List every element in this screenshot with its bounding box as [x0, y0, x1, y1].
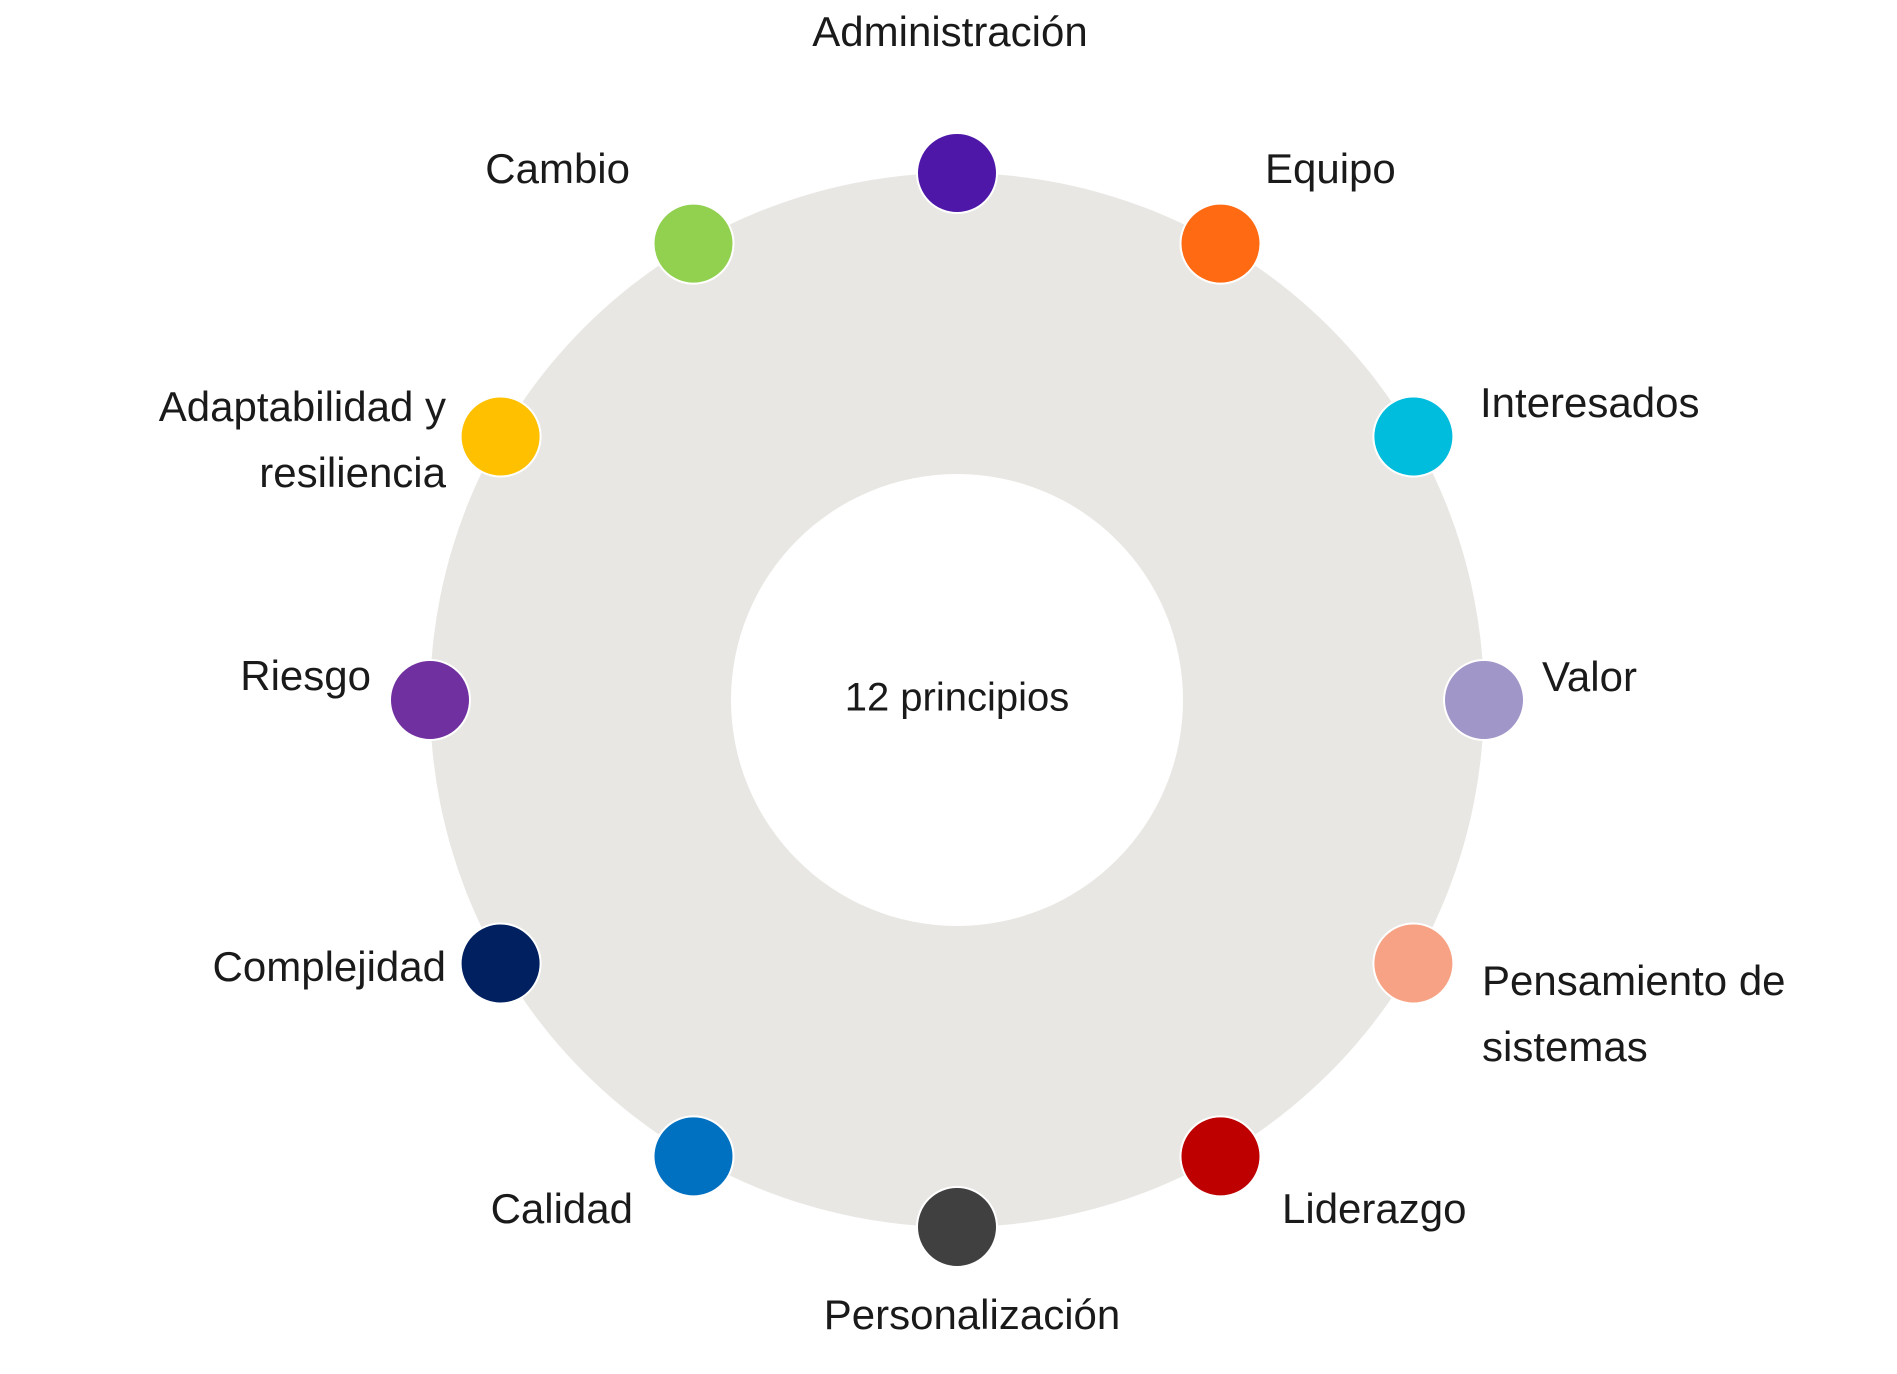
principle-label: Liderazgo: [1282, 1185, 1466, 1232]
salmon-dot-icon: [1372, 922, 1455, 1005]
principle-label: Personalización: [824, 1291, 1121, 1338]
principle-labels: AdministraciónEquipoInteresadosValorPens…: [159, 8, 1786, 1338]
principle-label: Complejidad: [213, 943, 446, 990]
inner-hole: [731, 474, 1183, 926]
violet-dot-icon: [389, 659, 471, 741]
principle-label: Valor: [1542, 653, 1637, 700]
purple-dot-icon: [916, 132, 998, 214]
blue-dot-icon: [652, 1115, 735, 1198]
principle-label: Interesados: [1480, 379, 1699, 426]
green-dot-icon: [652, 202, 735, 285]
principle-dots: [389, 132, 1525, 1268]
principle-label: Administración: [812, 8, 1087, 55]
lavender-dot-icon: [1443, 659, 1525, 741]
gray-dot-icon: [916, 1186, 998, 1268]
principle-label: Cambio: [485, 145, 630, 192]
navy-dot-icon: [459, 922, 542, 1005]
red-dot-icon: [1179, 1115, 1262, 1198]
principle-label: Riesgo: [240, 652, 371, 699]
orange-dot-icon: [1179, 202, 1262, 285]
cyan-dot-icon: [1372, 395, 1455, 478]
principle-label: Equipo: [1265, 145, 1396, 192]
principle-label: Calidad: [491, 1185, 633, 1232]
center-label: 12 principios: [845, 676, 1070, 720]
yellow-dot-icon: [459, 395, 542, 478]
